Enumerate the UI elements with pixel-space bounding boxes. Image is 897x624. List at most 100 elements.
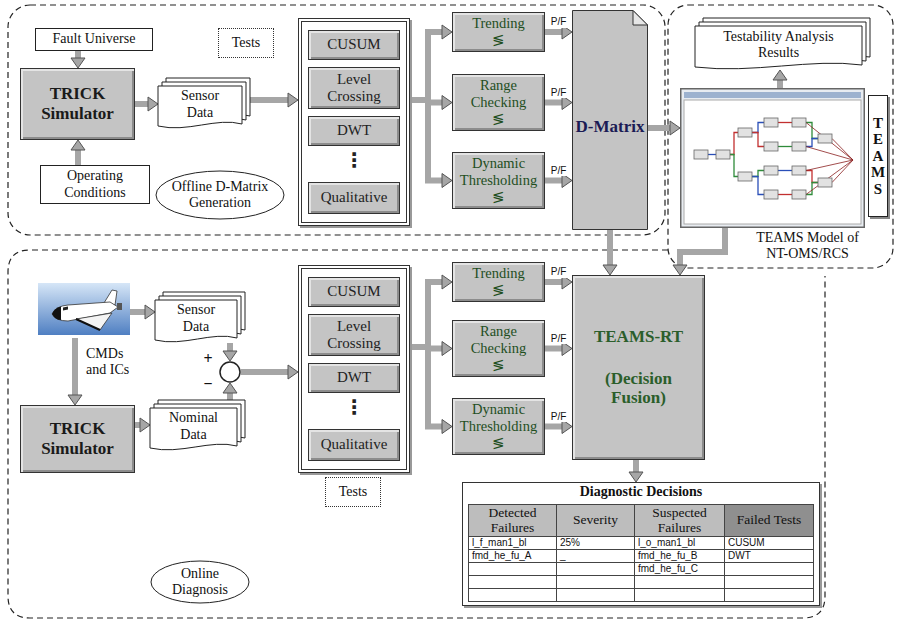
arrow-head: [71, 140, 85, 150]
model-block: [792, 142, 806, 151]
arrow-shaft: [250, 97, 288, 103]
node-text: Suspected Failures: [638, 506, 721, 534]
img-outline: [680, 88, 865, 228]
caption-area: TEAMS Model of NT-OMS/RCS: [750, 230, 865, 262]
table-cell: Severity: [556, 504, 635, 537]
table-cell: 25%: [556, 536, 635, 550]
model-block: [792, 118, 806, 127]
arrow-shaft: [410, 347, 442, 427]
panel-heading-frame: Tests: [218, 28, 274, 58]
ellipse-outline: [156, 171, 284, 219]
flow-arrow: [223, 383, 237, 400]
table-cell: [634, 588, 725, 602]
text-area: Dynamic Thresholding≶: [457, 154, 540, 207]
node-text: l_f_man1_bl: [472, 538, 526, 548]
model-block: [764, 118, 778, 127]
model-fan-line: [806, 123, 853, 161]
region-outline: [668, 5, 893, 268]
table-cell: [724, 562, 814, 576]
node-text: Offline D-Matrix Generation: [168, 179, 272, 211]
table-cell: l_o_man1_bl: [634, 536, 725, 550]
node-text: Qualitative: [321, 189, 388, 206]
text-area: Level Crossing: [316, 69, 392, 107]
doc-outline: [155, 292, 245, 343]
test-item: Level Crossing: [308, 67, 400, 109]
arrow-shaft: [241, 369, 288, 375]
arrow-head: [673, 265, 687, 275]
arrow-shaft: [545, 100, 562, 106]
edge-label: P/F: [550, 333, 568, 345]
screen-frame: [681, 89, 865, 228]
input-box: Fault Universe: [35, 28, 153, 51]
edge-label: P/F: [550, 411, 568, 423]
test-item: DWT: [308, 363, 400, 393]
text-area: TRICK Simulator: [25, 407, 130, 471]
document-stack: Nominal Data: [150, 400, 245, 451]
junction-circle: [220, 362, 240, 382]
screen-titlebar: [684, 92, 861, 98]
input-box: Operating Conditions: [40, 165, 150, 204]
flow-arrow: [71, 140, 85, 165]
arrow-head: [442, 420, 452, 434]
text-area: Level Crossing: [316, 316, 392, 354]
document-page: [158, 86, 242, 128]
node-text: CUSUM: [327, 283, 380, 300]
arrow-shaft: [410, 100, 442, 181]
text-area: Dynamic Thresholding≶: [457, 400, 540, 453]
table-cell: [468, 588, 557, 602]
edge-label-slot: P/F: [539, 11, 579, 29]
table-cell: _: [556, 549, 635, 563]
table-cell: Failed Tests: [724, 504, 814, 537]
arrow-head: [603, 265, 617, 275]
test-item: CUSUM: [308, 30, 400, 60]
model-screenshot: TEAMS Model of NT-OMS/RCS: [680, 88, 865, 228]
table-cell: Detected Failures: [468, 504, 557, 537]
test-panel: TestsCUSUMLevel CrossingDWTQualitative⋮: [298, 18, 410, 226]
node-text: (Decision Fusion): [577, 369, 700, 408]
text-area: Qualitative: [316, 431, 392, 459]
arrow-shaft: [545, 346, 562, 352]
document-stack: Sensor Data: [158, 78, 250, 129]
text-area: D-Matrix: [575, 26, 645, 228]
text-area: Sensor Data: [170, 87, 230, 122]
region-outline: [8, 250, 825, 618]
table-cell: [634, 575, 725, 589]
node-text: Dynamic Thresholding: [457, 401, 540, 434]
region-outline: [8, 5, 665, 235]
text-area: Fault Universe: [40, 30, 148, 49]
arrow-head: [145, 305, 155, 319]
flow-arrow: [648, 121, 680, 135]
flow-arrow: [223, 343, 237, 361]
model-link: [752, 177, 764, 195]
node-text: Online Diagnosis: [160, 566, 240, 598]
text-area: DWT: [316, 118, 392, 144]
table-cell: [724, 588, 814, 602]
doc-outline: [158, 78, 250, 129]
node-text: Failed Tests: [737, 513, 801, 527]
sign-slot: −: [202, 375, 214, 393]
arrow-head: [223, 383, 237, 393]
text-area: TEAMS: [869, 96, 887, 216]
test-item: CUSUM: [308, 277, 400, 307]
flow-arrow: [410, 25, 452, 100]
edge-label-slot: P/F: [539, 261, 579, 279]
text-area: Qualitative: [316, 184, 392, 212]
node-text: Operating Conditions: [45, 168, 145, 200]
model-link: [778, 146, 792, 147]
decision-table: Diagnostic DecisionsDetected FailuresSev…: [462, 482, 820, 606]
table-cell: [468, 575, 557, 589]
model-block: [764, 190, 778, 199]
model-link: [806, 139, 818, 147]
node-text: TRICK Simulator: [25, 419, 130, 458]
flow-arrow: [71, 51, 85, 68]
text-area: CUSUM: [316, 279, 392, 305]
model-block: [694, 150, 708, 159]
node-text: ≶: [492, 357, 505, 374]
model-block: [818, 178, 832, 187]
table-cell: [556, 562, 635, 576]
model-block: [792, 190, 806, 199]
label-slot: ⋮: [308, 150, 400, 170]
text-area: Testability Analysis Results: [719, 27, 839, 63]
document-page: [150, 408, 237, 450]
screen-canvas: [684, 100, 861, 224]
